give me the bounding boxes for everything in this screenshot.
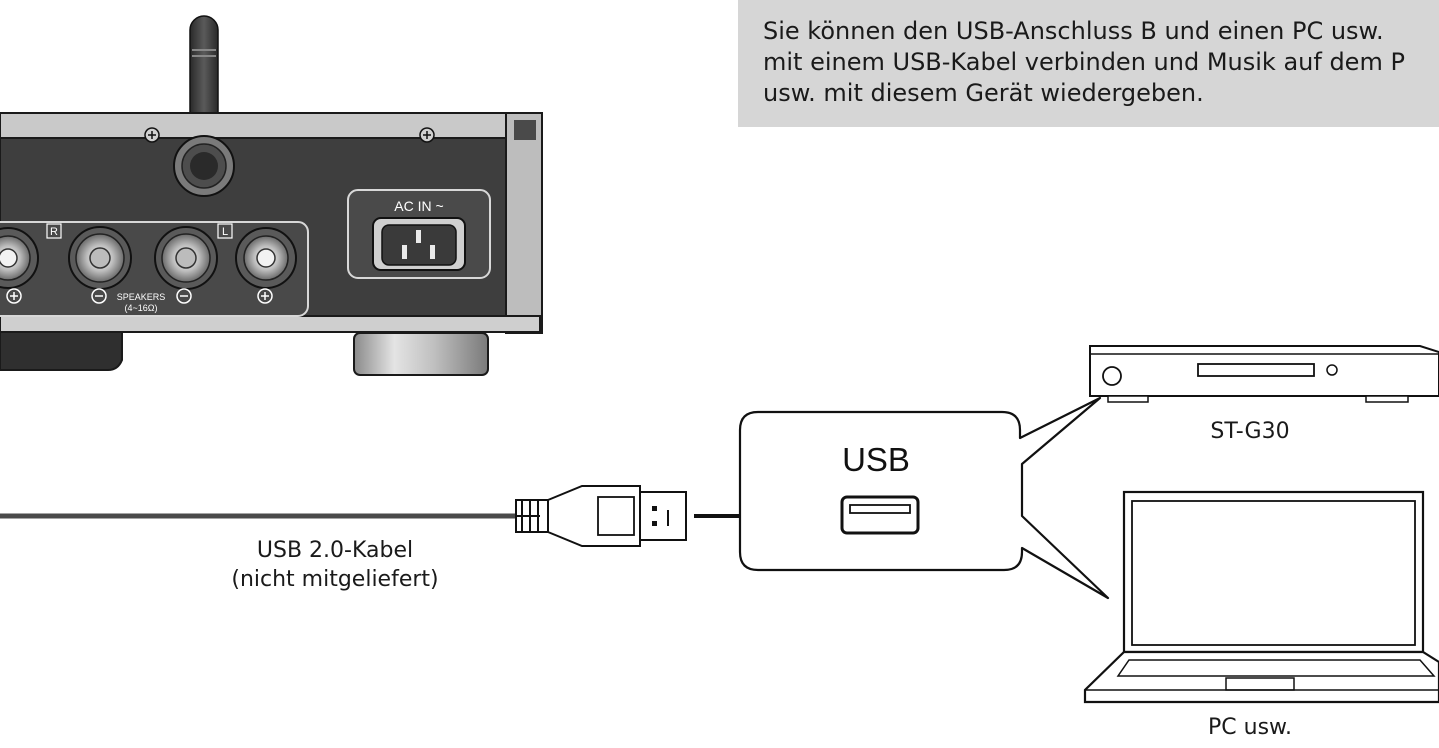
info-line: Sie können den USB-Anschluss B und einen… <box>763 17 1384 45</box>
power-socket-icon <box>372 217 466 271</box>
speaker-terminal-icon <box>0 227 39 289</box>
laptop-icon <box>1083 490 1439 704</box>
cable-name-label: USB 2.0-Kabel <box>256 538 414 563</box>
network-player-icon <box>1089 345 1439 403</box>
pc-label: PC usw. <box>1208 715 1292 740</box>
minus-icon <box>91 288 107 304</box>
info-line: mit einem USB-Kabel verbinden und Musik … <box>763 48 1405 76</box>
info-line: usw. mit diesem Gerät wiedergeben. <box>763 79 1204 107</box>
amplifier-rear-panel: R L SPEAKERS (4~16Ω) AC IN ~ <box>0 15 543 376</box>
channel-left-label: L <box>222 226 228 238</box>
info-box: Sie können den USB-Anschluss B und einen… <box>738 0 1439 127</box>
screw-icon <box>419 127 435 143</box>
usb-cable <box>0 485 687 547</box>
usb-plug-icon <box>515 485 687 547</box>
minus-icon <box>176 288 192 304</box>
callout-bubble <box>738 396 1110 600</box>
channel-right-label: R <box>50 226 58 238</box>
player-label: ST-G30 <box>1210 419 1290 444</box>
ac-in-label: AC IN ~ <box>394 198 443 214</box>
plus-icon <box>257 288 273 304</box>
usb-port-icon <box>840 495 920 535</box>
usb-port-label: USB <box>842 441 910 478</box>
amplifier-foot <box>353 332 489 376</box>
plus-icon <box>6 288 22 304</box>
screw-icon <box>144 127 160 143</box>
speakers-label: SPEAKERS <box>117 292 166 302</box>
cable-note-label: (nicht mitgeliefert) <box>231 567 439 592</box>
speaker-terminal-icon <box>154 226 218 290</box>
speakers-impedance: (4~16Ω) <box>125 303 158 313</box>
speaker-terminal-icon <box>68 226 132 290</box>
speaker-terminal-icon <box>235 227 297 289</box>
